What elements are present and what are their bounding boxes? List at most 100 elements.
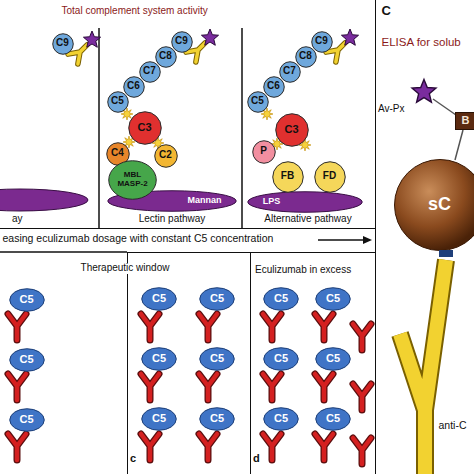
node-label: C2 — [159, 150, 172, 161]
eculizumab-antibody — [315, 434, 333, 460]
eculizumab-antibody — [141, 314, 159, 340]
c5-protein-shape — [142, 408, 177, 431]
node-label: C5 — [326, 293, 340, 305]
c5-protein: C5 — [9, 348, 45, 372]
free-eculizumab — [353, 324, 371, 350]
complement-protein: C9 — [311, 31, 333, 53]
c5-protein: C5 — [199, 347, 235, 371]
soluble-complex-sphere: sC — [394, 159, 474, 251]
node-label: C6 — [267, 81, 280, 92]
node-label: C5 — [326, 353, 340, 365]
node-label: C8 — [159, 51, 172, 62]
c5-protein: C5 — [141, 347, 177, 371]
mbl-masp2-complex: MBL MASP-2 — [108, 160, 157, 200]
c5-protein-shape — [200, 408, 235, 431]
eculizumab-antibody — [141, 434, 159, 460]
enzyme-star — [341, 29, 358, 45]
c3-protein: C3 — [275, 113, 309, 147]
c3-protein: C3 — [128, 111, 162, 145]
node-label: B — [462, 115, 470, 127]
c5-protein: C5 — [141, 287, 177, 311]
eculizumab-antibody — [263, 374, 281, 400]
c5-protein: C5 — [263, 287, 299, 311]
enzyme-star — [83, 31, 100, 47]
node-label: C6 — [127, 81, 140, 92]
eculizumab-antibody — [263, 434, 281, 460]
soluble-complex-sphere-shape — [394, 159, 474, 250]
panel: easing eculizumab dosage with constant C… — [0, 228, 376, 474]
node-label: C7 — [143, 66, 156, 77]
complement-protein-shape — [263, 76, 284, 97]
complement-protein-shape — [279, 61, 300, 82]
c5-protein: C5 — [199, 407, 235, 431]
eculizumab-antibody — [199, 314, 217, 340]
c5-protein-shape — [264, 408, 299, 431]
node-label: C5 — [326, 413, 340, 425]
complement-protein: C6 — [263, 76, 285, 98]
complement-protein-shape — [295, 46, 316, 67]
node-label: MBL MASP-2 — [115, 171, 151, 188]
subpanel-letter: c — [130, 453, 136, 465]
c5-protein: C5 — [9, 408, 45, 432]
c5-protein-shape — [9, 408, 44, 431]
panel-divider — [241, 28, 243, 228]
complement-protein: C5 — [107, 91, 129, 113]
complement-protein-shape — [155, 46, 176, 67]
node-label: C3 — [137, 122, 151, 134]
reagent-label: Av-Px — [378, 104, 405, 115]
biotin-tag-shape — [455, 112, 474, 129]
c5-protein-shape — [200, 288, 235, 311]
node-label: C9 — [56, 38, 69, 49]
node-label: C5 — [210, 353, 224, 365]
complement-protein: C7 — [279, 61, 301, 83]
c3-protein-shape — [128, 111, 161, 144]
complement-protein-shape — [123, 76, 144, 97]
linker-line — [455, 130, 463, 160]
node-label: C5 — [111, 96, 124, 107]
node-label: C4 — [111, 148, 124, 159]
node-label: C3 — [284, 124, 298, 136]
biotin-tag: B — [455, 112, 474, 130]
dosage-arrow — [318, 239, 364, 241]
node-label: P — [260, 146, 267, 157]
eculizumab-antibody — [141, 374, 159, 400]
subpanel: Eculizumab in excessdC5C5C5C5C5C5 — [250, 252, 376, 474]
node-label: C5 — [152, 413, 166, 425]
c5-protein: C5 — [199, 287, 235, 311]
pathway-label: Alternative pathway — [264, 214, 351, 225]
eculizumab-antibody — [199, 434, 217, 460]
node-label: LPS — [263, 197, 281, 206]
node-label: C5 — [251, 96, 264, 107]
node-label: C5 — [210, 413, 224, 425]
node-label: C5 — [152, 293, 166, 305]
capture-antibody-shape — [400, 260, 446, 474]
linker-line — [433, 99, 456, 115]
c5-protein-shape — [9, 288, 44, 311]
properdin-shape — [252, 140, 275, 163]
c5-protein-shape — [316, 348, 351, 371]
node-label: Mannan — [187, 196, 221, 205]
subpanel-heading: Eculizumab in excess — [255, 265, 351, 276]
factor-b: FB — [272, 161, 304, 193]
surface-ellipse — [0, 189, 88, 211]
panel-divider — [98, 28, 100, 228]
c5-protein: C5 — [315, 287, 351, 311]
factor-b-shape — [272, 161, 303, 192]
panel-heading: Total complement system activity — [62, 6, 208, 17]
enzyme-star — [201, 29, 218, 45]
complement-protein-shape — [311, 31, 332, 52]
c2-protein: C2 — [154, 144, 178, 168]
factor-d: FD — [314, 161, 346, 193]
c5-protein-shape — [9, 348, 44, 371]
avidin-peroxidase-star — [412, 79, 436, 102]
dosage-arrow-head — [363, 236, 372, 244]
panel-heading: easing eculizumab dosage with constant C… — [3, 233, 274, 244]
node-label: C9 — [315, 36, 328, 47]
node-label: C5 — [274, 353, 288, 365]
panel: CELISA for solubBsCanti-C — [375, 0, 474, 474]
node-label: C8 — [299, 51, 312, 62]
properdin: P — [252, 140, 276, 164]
lps-surface-shape — [247, 191, 362, 212]
panel: Total complement system activityC9C5C6C7… — [0, 0, 376, 229]
complement-protein-shape — [52, 33, 73, 54]
